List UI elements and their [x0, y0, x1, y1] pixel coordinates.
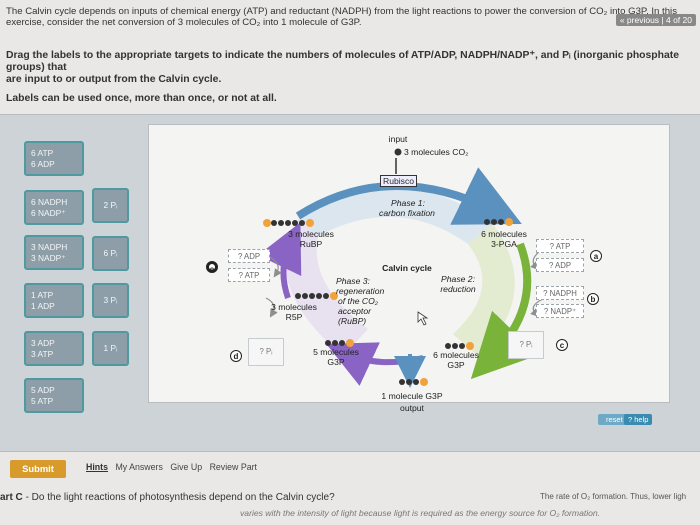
instructions-line-1: Drag the labels to the appropriate targe… [6, 50, 680, 73]
r5p-molecule-icon [295, 292, 338, 300]
output-label: output [400, 403, 424, 413]
label-line: 6 ATP [31, 148, 54, 158]
label-line: 3 ATP [31, 349, 54, 359]
hints-link[interactable]: Hints [86, 462, 108, 472]
help-button[interactable]: ? help [624, 414, 653, 425]
target-pi-left[interactable]: ? Pᵢ [248, 338, 284, 366]
phase3-label: Phase 3: [336, 276, 370, 286]
phase1-shade [298, 187, 493, 244]
target-atp-right[interactable]: ? ATP [536, 239, 584, 253]
rubp-name: RuBP [299, 239, 323, 249]
label-line: 3 ADP [31, 338, 55, 348]
input-co2: 3 molecules CO₂ [404, 147, 469, 157]
g3p6-count: 6 molecules [433, 350, 479, 360]
calvin-cycle-title: Calvin cycle [382, 263, 432, 273]
label-3nadph-3nadp[interactable]: 3 NADPH 3 NADP⁺ [24, 235, 84, 270]
label-line: 5 ATP [31, 396, 54, 406]
r5p-name: R5P [285, 312, 303, 322]
intro-line-2: exercise, consider the net conversion of… [6, 17, 362, 28]
label-line: 5 ADP [31, 385, 55, 395]
phase3-line4: acceptor [338, 306, 371, 316]
rubisco-label: Rubisco [380, 175, 418, 187]
phase1-name: carbon fixation [379, 208, 435, 218]
marker-a: a [590, 250, 602, 262]
label-3adp-3atp[interactable]: 3 ADP 3 ATP [24, 331, 84, 366]
rubp-count: 3 molecules [288, 229, 334, 239]
mouse-cursor-icon [417, 311, 429, 326]
phase3-shade [285, 220, 368, 356]
marker-e: e [206, 261, 218, 274]
label-line: 3 NADPH [31, 242, 68, 252]
label-line: 6 ADP [31, 159, 55, 169]
part-c-label: art C [0, 492, 23, 503]
phase1-label: Phase 1: [391, 198, 425, 208]
give-up-link[interactable]: Give Up [170, 462, 203, 472]
pga-count: 6 molecules [481, 229, 527, 239]
co2-molecule-icon [394, 148, 402, 156]
atp-connector [265, 297, 278, 318]
pga-molecule-icon [484, 218, 513, 226]
label-2pi[interactable]: 2 Pᵢ [92, 188, 129, 223]
part-c-tail: The rate of O₂ formation. Thus, lower li… [540, 492, 687, 501]
g3p5-molecule-icon [325, 339, 354, 347]
phase3-arrow-left [257, 222, 302, 299]
my-answers-link[interactable]: My Answers [115, 462, 163, 472]
label-1atp-1adp[interactable]: 1 ATP 1 ADP [24, 283, 84, 318]
intro-line-1: The Calvin cycle depends on inputs of ch… [6, 6, 677, 17]
g3p5-count: 5 molecules [313, 347, 359, 357]
label-1pi[interactable]: 1 Pᵢ [92, 331, 129, 366]
label-6atp-6adp[interactable]: 6 ATP 6 ADP [24, 141, 84, 176]
g3p6-molecule-icon [445, 342, 474, 350]
part-c-line-2: varies with the intensity of light becau… [240, 508, 601, 518]
label-6nadph-6nadp[interactable]: 6 NADPH 6 NADP⁺ [24, 190, 84, 225]
label-line: 6 NADPH [31, 197, 68, 207]
pga-name: 3-PGA [491, 239, 517, 249]
label-line: 3 NADP⁺ [31, 253, 66, 263]
target-adp-left[interactable]: ? ADP [228, 249, 270, 263]
marker-c: c [556, 339, 568, 351]
answer-links: Hints My Answers Give Up Review Part [86, 462, 262, 472]
target-nadp-right[interactable]: ? NADP⁺ [536, 304, 584, 318]
marker-b: b [587, 293, 599, 305]
review-part-link[interactable]: Review Part [209, 462, 257, 472]
part-c-text: - Do the light reactions of photosynthes… [22, 492, 335, 503]
phase3-line2: regeneration [336, 286, 385, 296]
marker-d: d [230, 350, 242, 362]
label-line: 1 ATP [31, 290, 54, 300]
submit-button[interactable]: Submit [10, 460, 66, 478]
intro-text: The Calvin cycle depends on inputs of ch… [6, 6, 696, 28]
label-6pi[interactable]: 6 Pᵢ [92, 236, 129, 271]
output-g3p-molecule-icon [399, 378, 428, 386]
target-pi-right[interactable]: ? Pᵢ [508, 331, 544, 359]
input-label: input [388, 134, 408, 144]
adp-connector [267, 255, 282, 278]
r5p-count: 3 molecules [271, 302, 317, 312]
previous-link[interactable]: « previous | 4 of 20 [615, 14, 696, 26]
g3p5-name: G3P [327, 357, 345, 367]
output-g3p: 1 molecule G3P [381, 391, 443, 401]
reset-button[interactable]: reset [598, 414, 631, 425]
label-3pi[interactable]: 3 Pᵢ [92, 283, 129, 318]
phase3-line3: of the CO₂ [338, 296, 379, 306]
label-line: 1 ADP [31, 301, 55, 311]
label-line: 6 NADP⁺ [31, 208, 66, 218]
phase2-name: reduction [440, 284, 476, 294]
cycle-arrows [257, 148, 544, 388]
target-nadph-right[interactable]: ? NADPH [536, 286, 584, 300]
instructions-note: Labels can be used once, more than once,… [6, 93, 277, 104]
part-c-question: art C - Do the light reactions of photos… [0, 492, 700, 503]
phase3-line5: (RuBP) [338, 316, 367, 326]
rubp-molecule-icon [263, 219, 314, 227]
instructions-line-2: are input to or output from the Calvin c… [6, 74, 222, 85]
target-adp-right[interactable]: ? ADP [536, 258, 584, 272]
label-5adp-5atp[interactable]: 5 ADP 5 ATP [24, 378, 84, 413]
target-atp-left[interactable]: ? ATP [228, 268, 270, 282]
phase2-arrow [470, 242, 539, 380]
g3p6-name: G3P [447, 360, 465, 370]
nadph-right-connector [530, 298, 544, 317]
phase2-label: Phase 2: [441, 274, 475, 284]
instructions: Drag the labels to the appropriate targe… [6, 50, 696, 86]
